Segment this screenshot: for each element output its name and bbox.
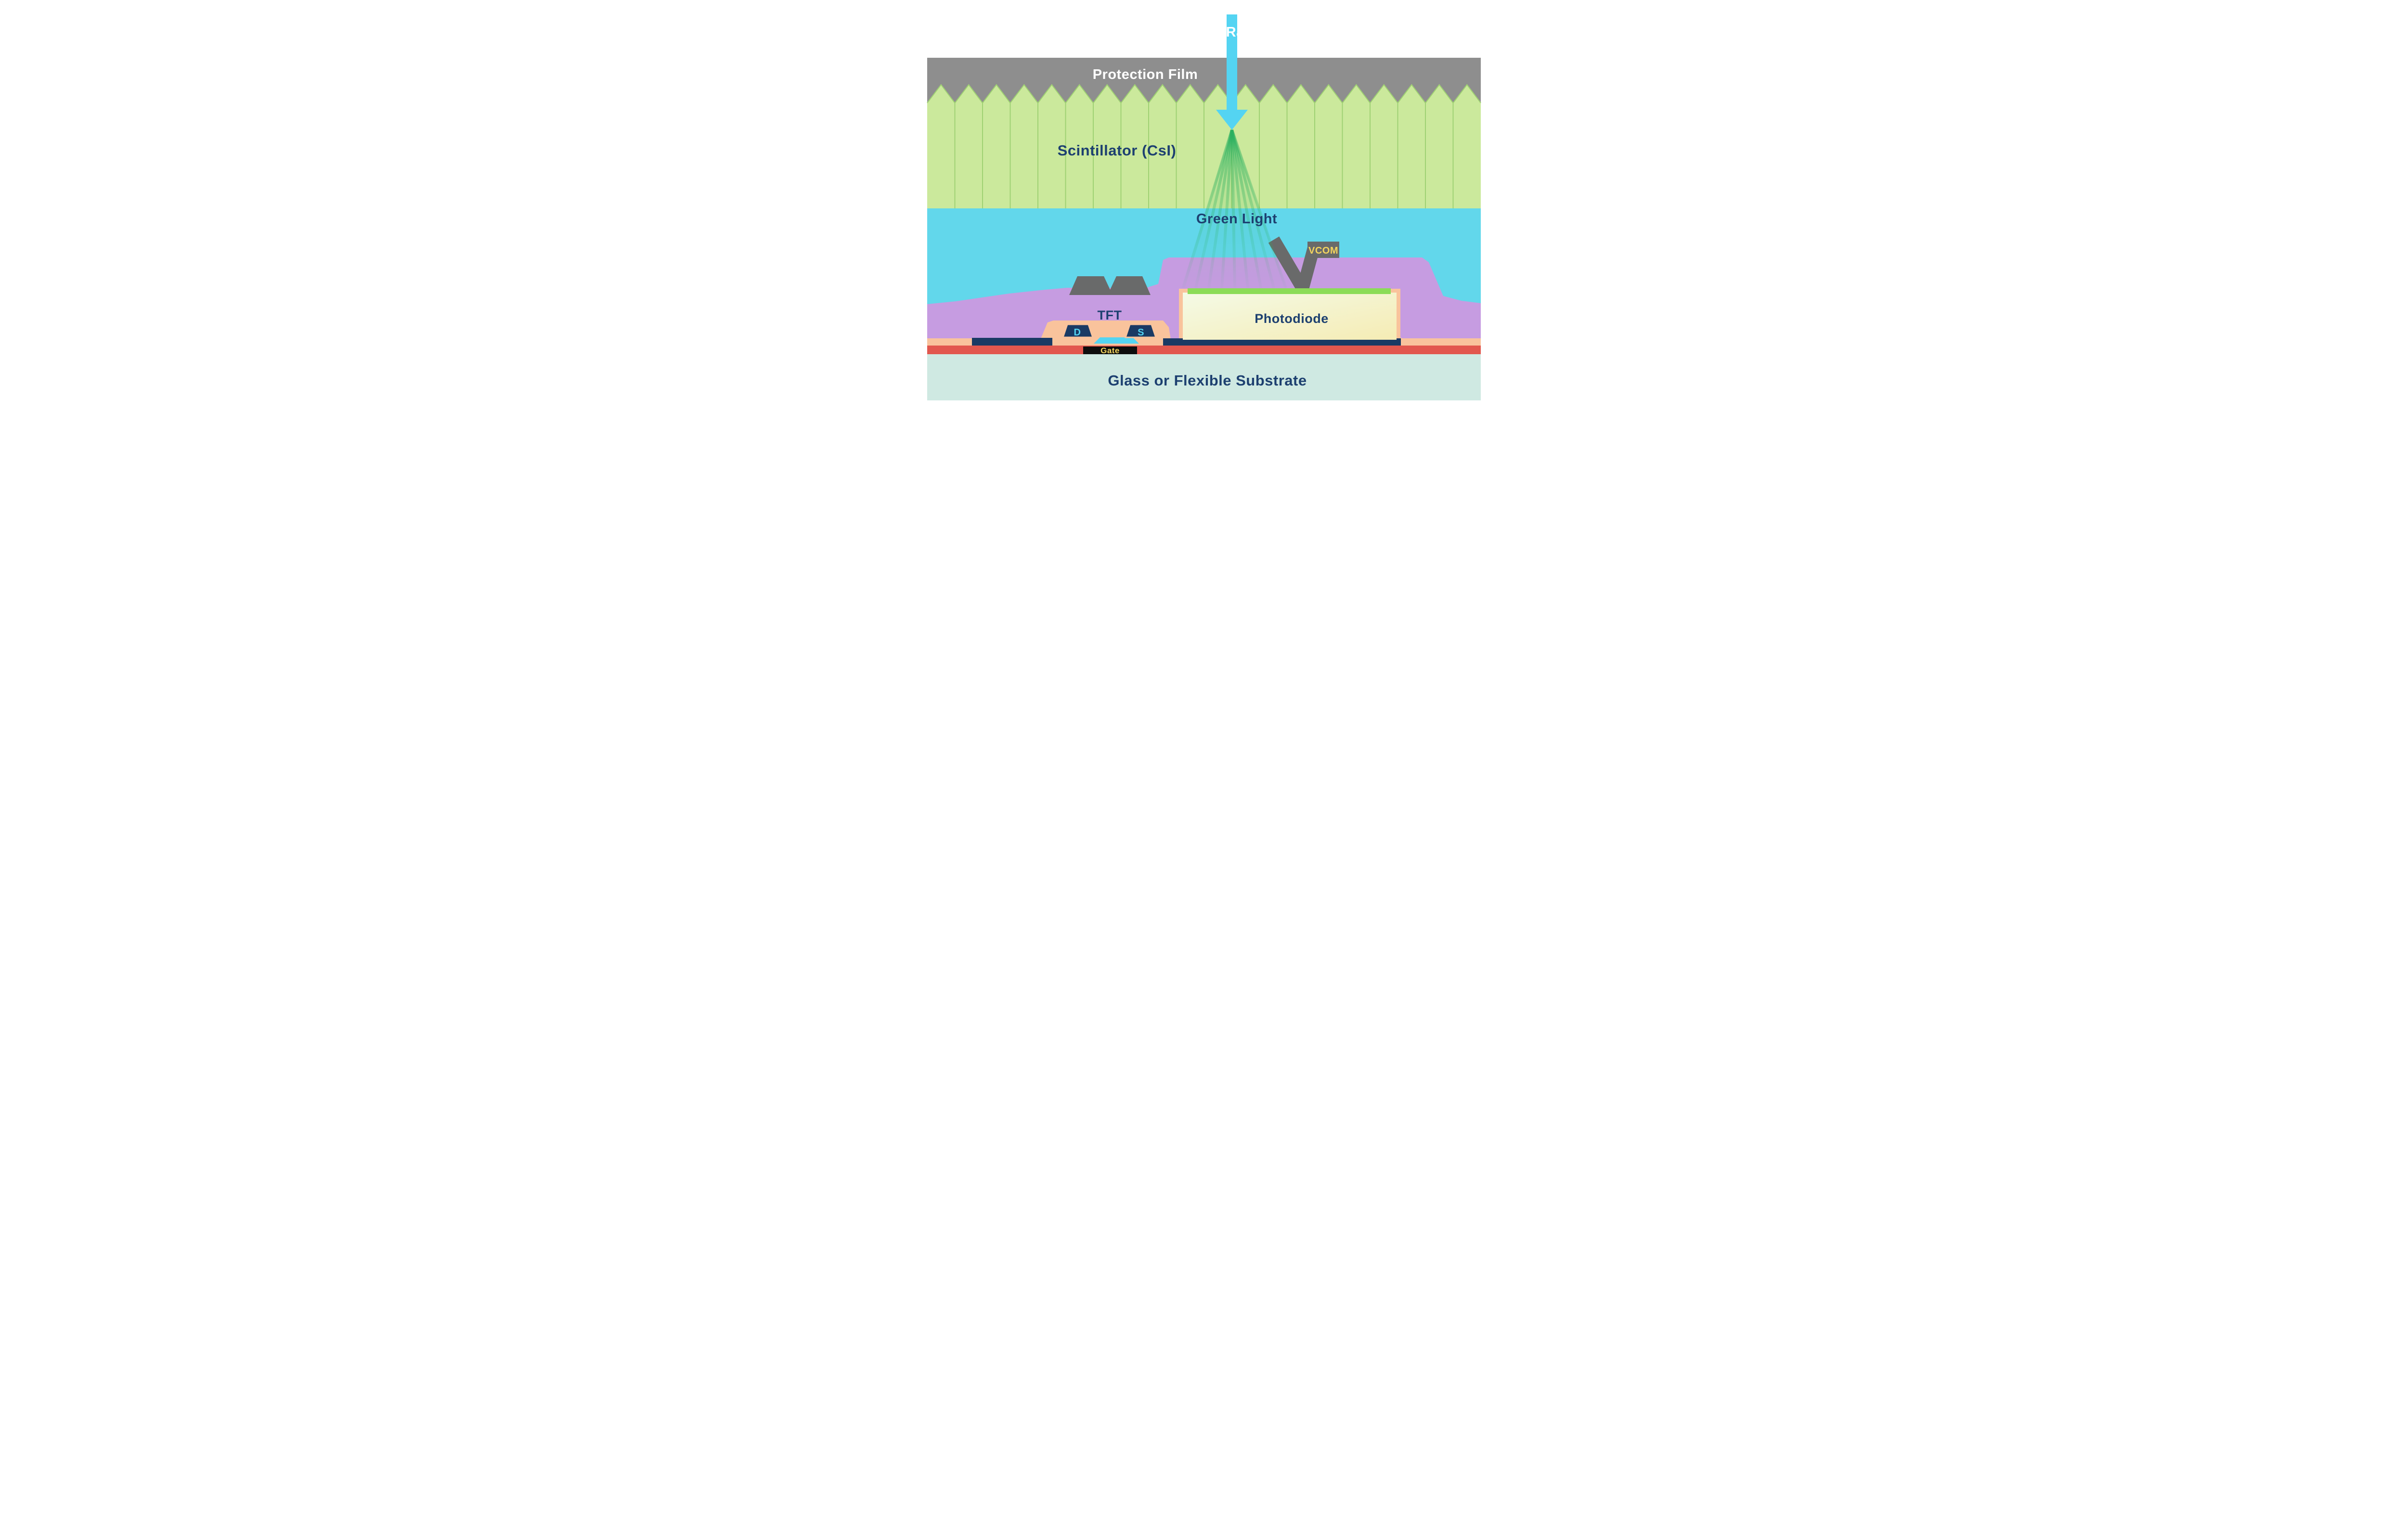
photodiode-label: Photodiode [1255, 311, 1328, 326]
substrate-label: Glass or Flexible Substrate [1108, 372, 1307, 389]
photodiode-body [1183, 293, 1397, 340]
substrate-layer [927, 354, 1481, 400]
green-light-label: Green Light [1196, 211, 1277, 227]
xray-arrow-head [1216, 110, 1248, 130]
tft-source-contact [1124, 323, 1157, 338]
green-light-rays [1181, 129, 1287, 289]
diagram-stage: X-Ray Protection Film Scintillator (CsI)… [826, 0, 1581, 424]
photodiode-top-electrode [1188, 288, 1391, 294]
photodiode-right-step [1398, 337, 1426, 346]
xray-label: X-Ray [1212, 25, 1253, 40]
gate-insulator-layer [927, 346, 1481, 354]
tft-label: TFT [1098, 308, 1122, 322]
vcom-label: VCOM [1308, 245, 1338, 256]
protection-film-layer [927, 58, 1481, 103]
tft-drain-contact [1061, 323, 1094, 338]
tft-channel-layer [1094, 337, 1139, 344]
xray-arrow-shaft [1227, 14, 1237, 111]
scintillator-label: Scintillator (CsI) [1058, 142, 1177, 159]
detector-cross-section-diagram: X-Ray Protection Film Scintillator (CsI)… [927, 14, 1481, 400]
bias-electrode [1069, 276, 1151, 295]
drain-label: D [1074, 327, 1081, 338]
tft-left-metal-line [972, 338, 1052, 346]
gate-label: Gate [1100, 346, 1120, 355]
source-label: S [1138, 327, 1144, 338]
tft-gate-electrode [1083, 346, 1137, 355]
vcom-electrode-pad [1307, 242, 1339, 258]
xray-arrow [1216, 14, 1248, 130]
protection-film-label: Protection Film [1093, 67, 1198, 82]
photodiode-bottom-electrode [1163, 338, 1401, 346]
